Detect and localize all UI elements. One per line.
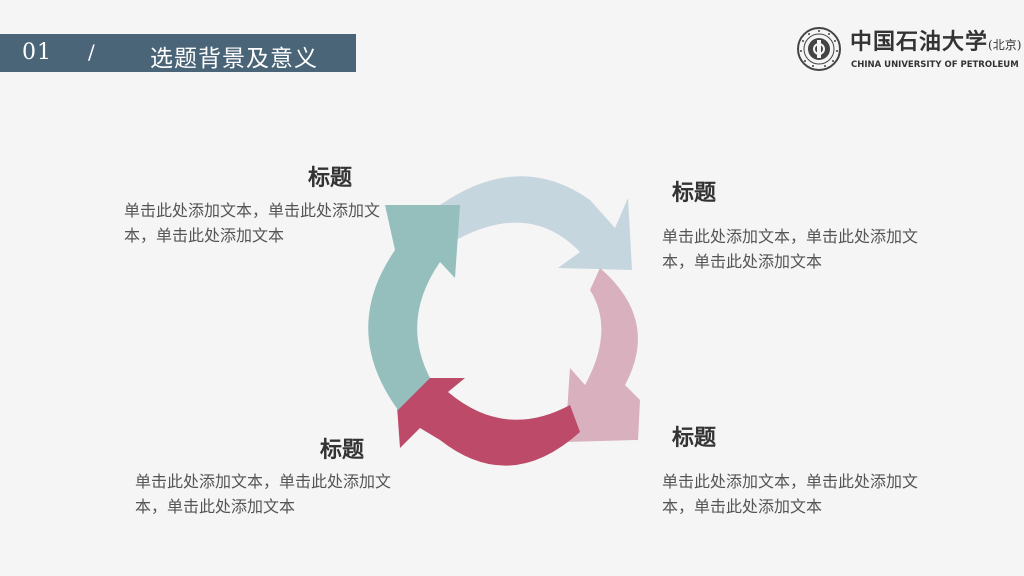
item-title: 标题 — [308, 165, 353, 191]
item-text: 单击此处添加文本，单击此处添加文本，单击此处添加文本 — [124, 201, 381, 245]
item-text: 单击此处添加文本，单击此处添加文本，单击此处添加文本 — [662, 472, 919, 516]
section-separator: / — [88, 40, 95, 64]
university-logo: 中国石油大学(北京) CHINA UNIVERSITY OF PETROLEUM — [796, 24, 1021, 76]
item-title: 标题 — [320, 437, 365, 463]
item-text: 单击此处添加文本，单击此处添加文本，单击此处添加文本 — [135, 472, 392, 516]
cycle-arrow-top — [440, 176, 632, 270]
item-text: 单击此处添加文本，单击此处添加文本，单击此处添加文本 — [662, 227, 919, 271]
item-title: 标题 — [672, 180, 717, 206]
university-name-en: CHINA UNIVERSITY OF PETROLEUM — [851, 60, 1019, 70]
cycle-arrow-bottom — [395, 378, 580, 466]
university-seal-icon — [797, 27, 841, 71]
cycle-arrow-right — [565, 268, 640, 442]
university-name-cn: 中国石油大学(北京) — [850, 24, 1021, 56]
university-name-main: 中国石油大学 — [850, 29, 989, 55]
cycle-arrow-left — [368, 205, 460, 410]
section-header: 01 / 选题背景及意义 — [0, 34, 356, 72]
university-name-campus: (北京) — [988, 38, 1022, 52]
item-title: 标题 — [672, 425, 717, 451]
section-title: 选题背景及意义 — [150, 46, 318, 72]
section-number: 01 — [22, 40, 52, 65]
